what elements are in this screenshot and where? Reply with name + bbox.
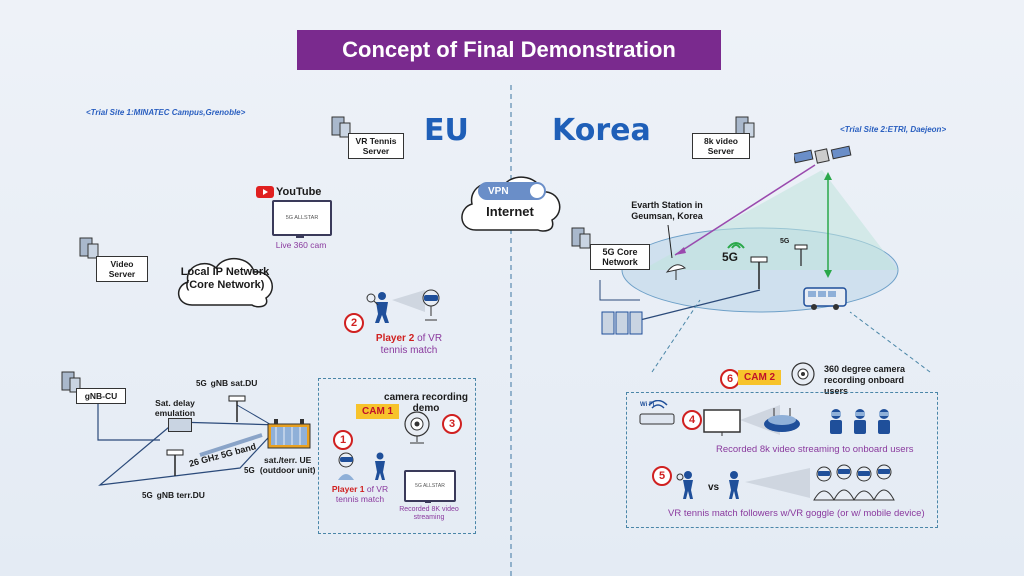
delay-emulator-icon xyxy=(168,418,192,432)
dish-icon xyxy=(664,258,688,287)
satellite-beam xyxy=(642,170,898,270)
region-eu: EU xyxy=(424,113,469,148)
youtube-icon xyxy=(256,186,274,198)
earth-station-label: Evarth Station in Geumsan, Korea xyxy=(631,200,703,221)
step-badge-4: 4 xyxy=(682,410,702,430)
wifi-router-icon xyxy=(636,399,676,433)
satellite-icon xyxy=(792,144,852,175)
trial-site-1: <Trial Site 1:MINATEC Campus,Grenoble> xyxy=(86,108,246,117)
youtube-logo: YouTube xyxy=(256,186,321,198)
sat-earth-link xyxy=(674,164,816,256)
player-vr-icon xyxy=(334,450,390,487)
vr-tennis-server: VR Tennis Server xyxy=(348,133,404,159)
step-badge-1: 1 xyxy=(333,430,353,450)
youtube-monitor: 5G ALLSTAR xyxy=(272,200,332,236)
vr-followers-icon xyxy=(810,462,906,507)
signal-icon xyxy=(726,236,746,255)
antenna-icon xyxy=(228,394,246,427)
cu-link xyxy=(97,400,160,441)
player1-caption: Player 1 of VR tennis match xyxy=(331,484,389,504)
camera-demo-box xyxy=(318,378,476,534)
onboard-viewers-icon xyxy=(824,404,904,445)
live-360-cam: Live 360 cam xyxy=(275,240,327,250)
stadium-icon xyxy=(762,404,802,439)
cam2-desc: 360 degree camera recording onboard user… xyxy=(824,364,906,396)
server-icon xyxy=(78,236,100,265)
player-icon xyxy=(366,290,396,329)
monitor-icon xyxy=(702,408,742,443)
antenna-icon xyxy=(794,244,808,271)
trial-site-2: <Trial Site 2:ETRI, Daejeon> xyxy=(840,125,947,134)
antenna-icon xyxy=(750,255,768,294)
local-ip-network: Local IP Network (Core Network) xyxy=(180,266,270,291)
bus-icon xyxy=(802,284,848,317)
toggle-knob xyxy=(530,184,544,198)
monitor-stand xyxy=(425,500,431,503)
server-icon xyxy=(330,115,352,144)
cam2-badge: CAM 2 xyxy=(738,370,782,385)
antenna-icon xyxy=(166,448,184,481)
vr-camera-icon xyxy=(418,288,444,327)
5g-small-label: 5G xyxy=(780,238,790,245)
page-title: Concept of Final Demonstration xyxy=(297,30,721,70)
5g-core-network: 5G Core Network xyxy=(590,244,650,270)
sat-delay-label: Sat. delay emulation xyxy=(154,398,196,418)
p2-beam xyxy=(392,290,425,312)
step-badge-6: 6 xyxy=(720,369,740,389)
server-icon xyxy=(60,370,82,399)
step-badge-3: 3 xyxy=(442,414,462,434)
internet-label: Internet xyxy=(486,204,534,219)
step-badge-5: 5 xyxy=(652,466,672,486)
camera-demo-label: camera recording demo xyxy=(384,392,468,414)
vs-label: vs xyxy=(708,482,720,493)
onboard-users-box xyxy=(626,392,938,528)
recorded-monitor: 5G ALLSTAR xyxy=(404,470,456,502)
ue-device-icon xyxy=(266,418,312,455)
player-icon xyxy=(724,470,746,505)
core-dc-link xyxy=(639,289,761,321)
wifi-label: Wi Fi xyxy=(640,402,655,408)
360-camera-icon xyxy=(400,410,434,449)
datacenter-icon xyxy=(600,306,648,343)
cam1-badge: CAM 1 xyxy=(356,404,400,419)
cloud-icon xyxy=(461,176,561,232)
video-server: Video Server xyxy=(96,256,148,282)
8k-video-server: 8k video Server xyxy=(692,133,750,159)
band-arrow xyxy=(199,433,263,457)
monitor-stand xyxy=(296,234,304,238)
core-station-link xyxy=(599,280,640,301)
region-korea: Korea xyxy=(552,113,651,148)
cloud-icon xyxy=(178,258,273,308)
ue-label: 5G sat./terr. UE (outdoor unit) xyxy=(244,455,316,475)
recorded-label: Recorded 8K video streaming xyxy=(399,506,459,521)
step-badge-2: 2 xyxy=(344,313,364,333)
recorded-8k-label: Recorded 8k video streaming to onboard u… xyxy=(716,444,914,455)
5g-label: 5G xyxy=(722,250,739,264)
cam5-beam xyxy=(745,468,810,498)
server-icon xyxy=(570,226,592,255)
360-camera-icon xyxy=(788,360,818,395)
player-icon xyxy=(676,470,698,505)
vpn-toggle: VPN xyxy=(478,182,546,200)
followers-label: VR tennis match followers w/VR goggle (o… xyxy=(668,508,925,519)
gnb-cu: gNB-CU xyxy=(76,388,126,404)
player2-caption: Player 2 of VR tennis match xyxy=(375,333,443,356)
